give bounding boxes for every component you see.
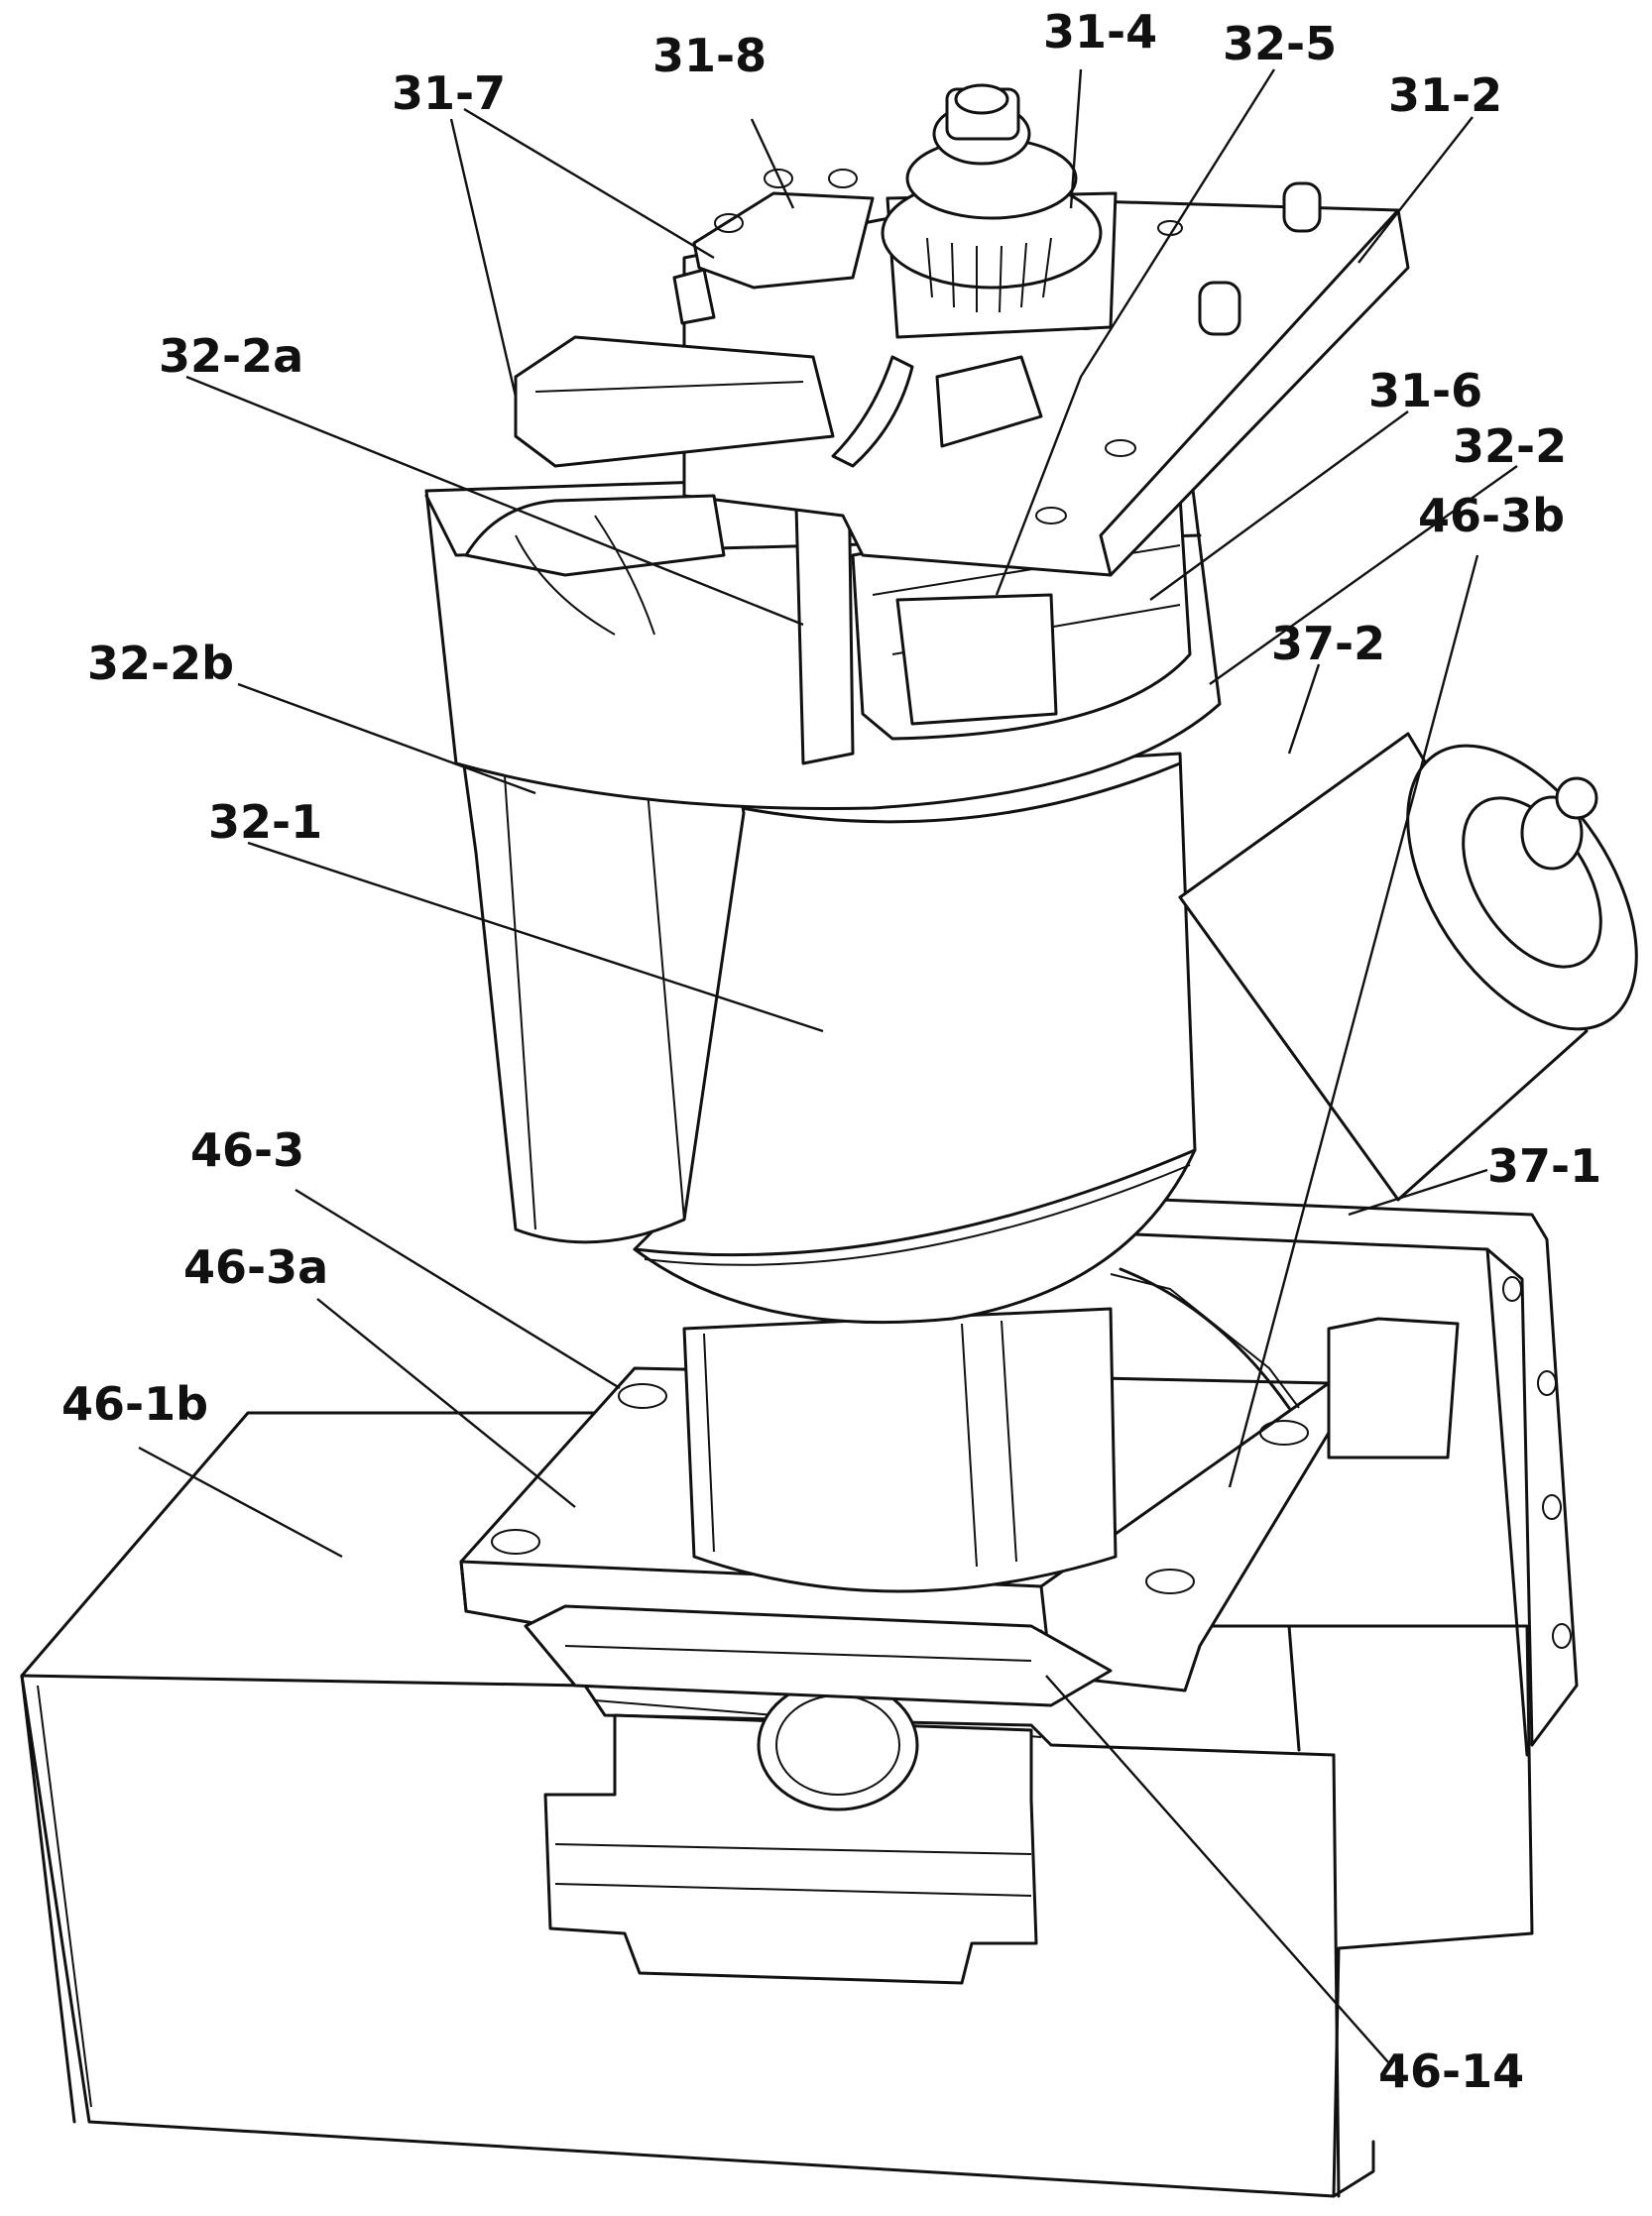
reference-labels: 31-8 31-4 32-5 31-7 31-2 32-2a 31-6 32-2… bbox=[61, 5, 1601, 2098]
label-32-1: 32-1 bbox=[208, 795, 322, 849]
leader-lines bbox=[138, 68, 1518, 2063]
lower-cylinder bbox=[682, 1307, 1118, 1593]
label-31-4: 31-4 bbox=[1043, 5, 1157, 58]
label-37-1: 37-1 bbox=[1487, 1139, 1601, 1193]
top-plate bbox=[682, 181, 1410, 577]
gear-assembly bbox=[881, 83, 1118, 339]
label-46-3: 46-3 bbox=[190, 1123, 304, 1177]
label-46-14: 46-14 bbox=[1378, 2044, 1524, 2098]
label-32-2b: 32-2b bbox=[87, 637, 234, 690]
label-31-2: 31-2 bbox=[1388, 68, 1502, 122]
label-31-7: 31-7 bbox=[392, 66, 506, 120]
side-bracket bbox=[1110, 1198, 1579, 1757]
secondary-motor bbox=[1178, 732, 1638, 1202]
label-46-3a: 46-3a bbox=[183, 1240, 328, 1294]
label-37-2: 37-2 bbox=[1271, 617, 1385, 670]
label-46-3b: 46-3b bbox=[1418, 489, 1565, 542]
label-32-2a: 32-2a bbox=[159, 329, 303, 383]
bottom-flange bbox=[543, 1679, 1038, 1985]
label-31-6: 31-6 bbox=[1368, 364, 1482, 417]
label-31-8: 31-8 bbox=[652, 29, 767, 82]
label-32-2: 32-2 bbox=[1453, 419, 1567, 473]
label-46-1b: 46-1b bbox=[61, 1377, 208, 1431]
label-32-5: 32-5 bbox=[1223, 17, 1337, 70]
connector-block bbox=[514, 169, 1043, 468]
